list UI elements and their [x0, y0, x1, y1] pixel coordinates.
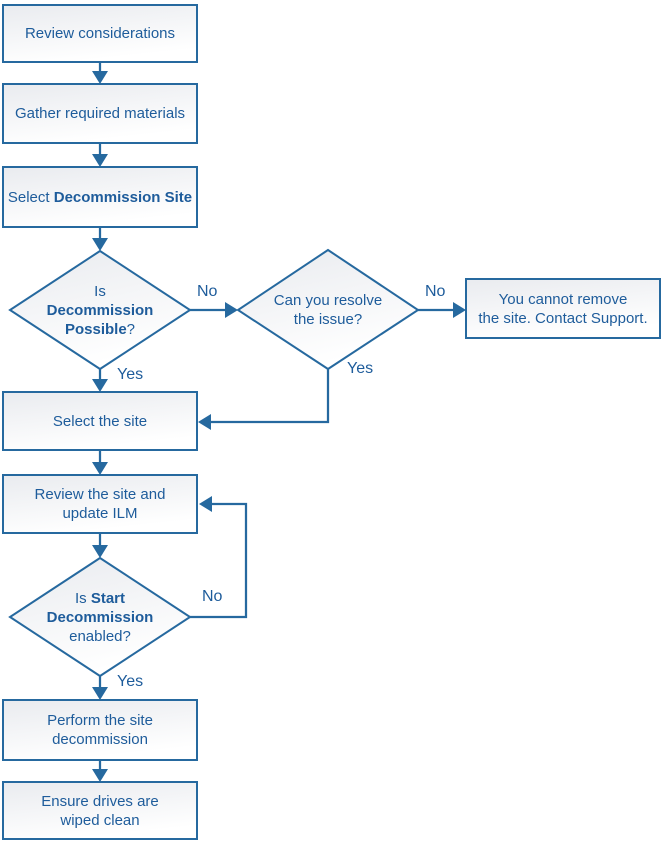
arrow-enabled-no-loop [190, 496, 248, 619]
arrow-select-to-possible [92, 227, 108, 251]
arrow-resolve-yes [198, 369, 330, 430]
arrowhead [92, 769, 108, 782]
arrow-gather-to-select [92, 143, 108, 167]
box-cannot-remove-site [465, 278, 661, 339]
diamond-is-decommission-possible [8, 249, 192, 371]
arrowhead [92, 379, 108, 392]
arrowhead [225, 302, 238, 318]
arrow-perform-to-ensure [92, 760, 108, 782]
connector-line [190, 502, 248, 619]
connector-line [210, 369, 330, 424]
box-ensure-drives-wiped [2, 781, 198, 840]
arrow-enabled-yes [92, 676, 108, 700]
box-perform-site-decommission [2, 699, 198, 761]
box-review-considerations [2, 4, 198, 63]
arrow-possible-yes [92, 369, 108, 392]
arrowhead [92, 71, 108, 84]
box-review-site-update-ilm [2, 474, 198, 534]
arrowhead [199, 496, 212, 512]
arrow-review-to-enabled [92, 533, 108, 558]
arrowhead [92, 687, 108, 700]
arrowhead [92, 238, 108, 251]
diamond-start-decommission-enabled [8, 556, 192, 678]
arrow-review-to-gather [92, 62, 108, 84]
arrow-resolve-no [418, 302, 466, 318]
arrowhead [92, 545, 108, 558]
diamond-can-you-resolve [236, 248, 420, 371]
arrowhead [92, 462, 108, 475]
arrow-possible-no [190, 302, 238, 318]
arrowhead [198, 414, 211, 430]
box-select-decommission-site [2, 166, 198, 228]
box-gather-materials [2, 83, 198, 144]
arrowhead [453, 302, 466, 318]
arrow-select-site-to-review [92, 450, 108, 475]
box-select-the-site [2, 391, 198, 451]
arrowhead [92, 154, 108, 167]
